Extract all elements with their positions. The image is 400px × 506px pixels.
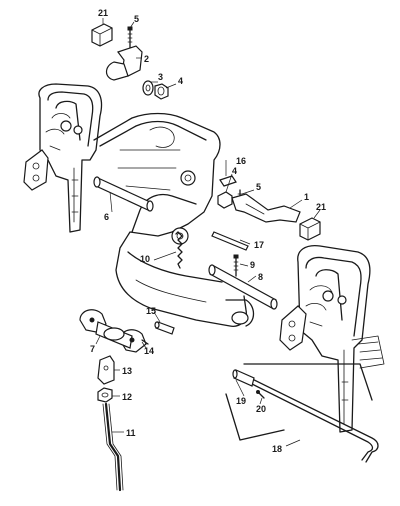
callout-6: 6 xyxy=(104,212,109,222)
callout-17: 17 xyxy=(254,240,264,250)
top-bracket-assembly xyxy=(91,23,169,100)
callout-20: 20 xyxy=(256,404,266,414)
callout-3: 3 xyxy=(158,72,163,82)
pin-15 xyxy=(154,321,175,335)
pivot-tube xyxy=(93,176,154,212)
callout-21-right: 21 xyxy=(316,202,326,212)
callout-12: 12 xyxy=(122,392,132,402)
callout-8: 8 xyxy=(258,272,263,282)
callout-11: 11 xyxy=(126,428,136,438)
callout-16: 16 xyxy=(236,156,246,166)
screw-9 xyxy=(233,254,239,277)
leader-lines xyxy=(95,18,321,447)
callout-18: 18 xyxy=(272,444,282,454)
left-clamp-bracket xyxy=(23,83,103,233)
callout-15: 15 xyxy=(146,306,156,316)
callout-4-top: 4 xyxy=(178,76,183,86)
spring xyxy=(175,231,183,269)
callout-7: 7 xyxy=(90,344,95,354)
callout-2: 2 xyxy=(144,54,149,64)
right-clamp-bracket xyxy=(279,244,385,433)
callout-labels: 21 5 2 3 4 16 4 5 1 21 6 17 10 9 8 15 7 … xyxy=(90,8,326,454)
callout-4-right: 4 xyxy=(232,166,237,176)
callout-1: 1 xyxy=(304,192,309,202)
callout-5-top: 5 xyxy=(134,14,139,24)
swivel-bracket xyxy=(93,112,255,327)
rod-11 xyxy=(102,402,124,492)
callout-21-top: 21 xyxy=(98,8,108,18)
callout-14: 14 xyxy=(144,346,154,356)
tilt-lock-lever xyxy=(79,309,149,353)
callout-9: 9 xyxy=(250,260,255,270)
right-lever-assembly xyxy=(217,175,321,241)
rod xyxy=(211,231,249,251)
callout-13: 13 xyxy=(122,366,132,376)
callout-10: 10 xyxy=(140,254,150,264)
callout-5-right: 5 xyxy=(256,182,261,192)
link-13 xyxy=(97,355,115,385)
nut-12 xyxy=(97,387,113,403)
tilt-tube xyxy=(208,264,278,310)
tie-bar-assembly xyxy=(225,363,379,463)
callout-19: 19 xyxy=(236,396,246,406)
